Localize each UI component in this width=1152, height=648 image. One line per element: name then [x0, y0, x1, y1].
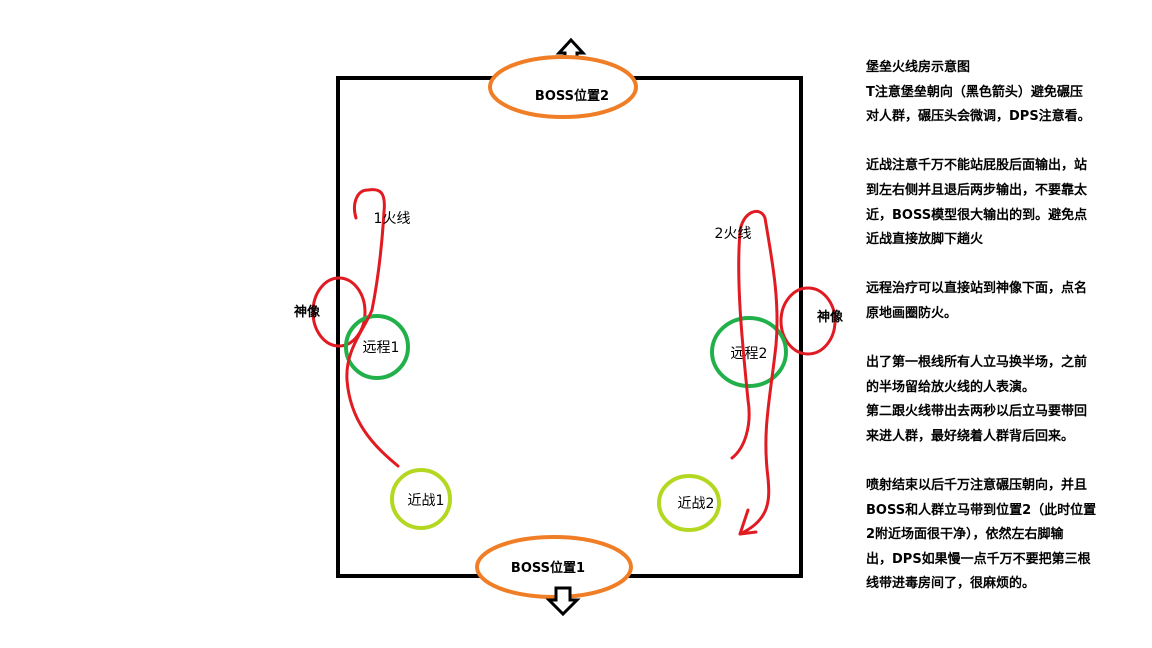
fire-line-2-arrowhead-icon — [738, 508, 758, 536]
ranged-1-ring — [344, 314, 410, 380]
notes-ranged-healers: 远程治疗可以直接站到神像下面，点名 原地画圈防火。 — [866, 281, 1088, 321]
melee-2-label: 近战2 — [678, 496, 715, 512]
boss-position-1-ring — [475, 535, 633, 599]
notes-tank-facing: T注意堡垒朝向（黑色箭头）避免碾压 对人群，碾压头会微调，DPS注意看。 — [866, 84, 1091, 125]
notes-first-line-swap: 出了第一根线所有人立马换半场，之前 的半场留给放火线的人表演。 — [866, 355, 1088, 395]
boss-position-2-ring — [488, 55, 638, 119]
notes-title: 堡垒火线房示意图 — [866, 60, 971, 75]
strategy-notes: 堡垒火线房示意图 T注意堡垒朝向（黑色箭头）避免碾压 对人群，碾压头会微调，DP… — [866, 56, 1136, 597]
notes-after-spray: 喷射结束以后千万注意碾压朝向，并且 BOSS和人群立马带到位置2（此时位置 2附… — [866, 478, 1097, 592]
statue-left-label: 神像 — [294, 304, 321, 320]
statue-right-ring — [779, 286, 837, 356]
fire-line-2-path — [730, 209, 779, 536]
fire-line-2-label: 2火线 — [715, 226, 752, 242]
fire-line-1-label: 1火线 — [374, 211, 411, 227]
boss-facing-arrow-down-icon — [545, 586, 581, 617]
melee-1-ring — [390, 468, 452, 530]
ranged-1-label: 远程1 — [363, 340, 400, 356]
statue-left-ring — [311, 276, 367, 348]
ranged-2-ring — [710, 316, 788, 388]
notes-second-line-return: 第二跟火线带出去两秒以后立马要带回 来进人群，最好绕着人群背后回来。 — [866, 404, 1088, 444]
melee-1-label: 近战1 — [408, 493, 445, 509]
melee-2-ring — [657, 474, 721, 532]
fire-line-1-path — [345, 188, 400, 468]
notes-melee-positioning: 近战注意千万不能站屁股后面输出，站 到左右侧并且退后两步输出，不要靠太 近，BO… — [866, 158, 1088, 248]
statue-right-label: 神像 — [817, 309, 844, 325]
boss-position-2-label: BOSS位置2 — [535, 88, 609, 104]
boss-position-1-label: BOSS位置1 — [511, 560, 585, 576]
ranged-2-label: 远程2 — [731, 346, 768, 362]
